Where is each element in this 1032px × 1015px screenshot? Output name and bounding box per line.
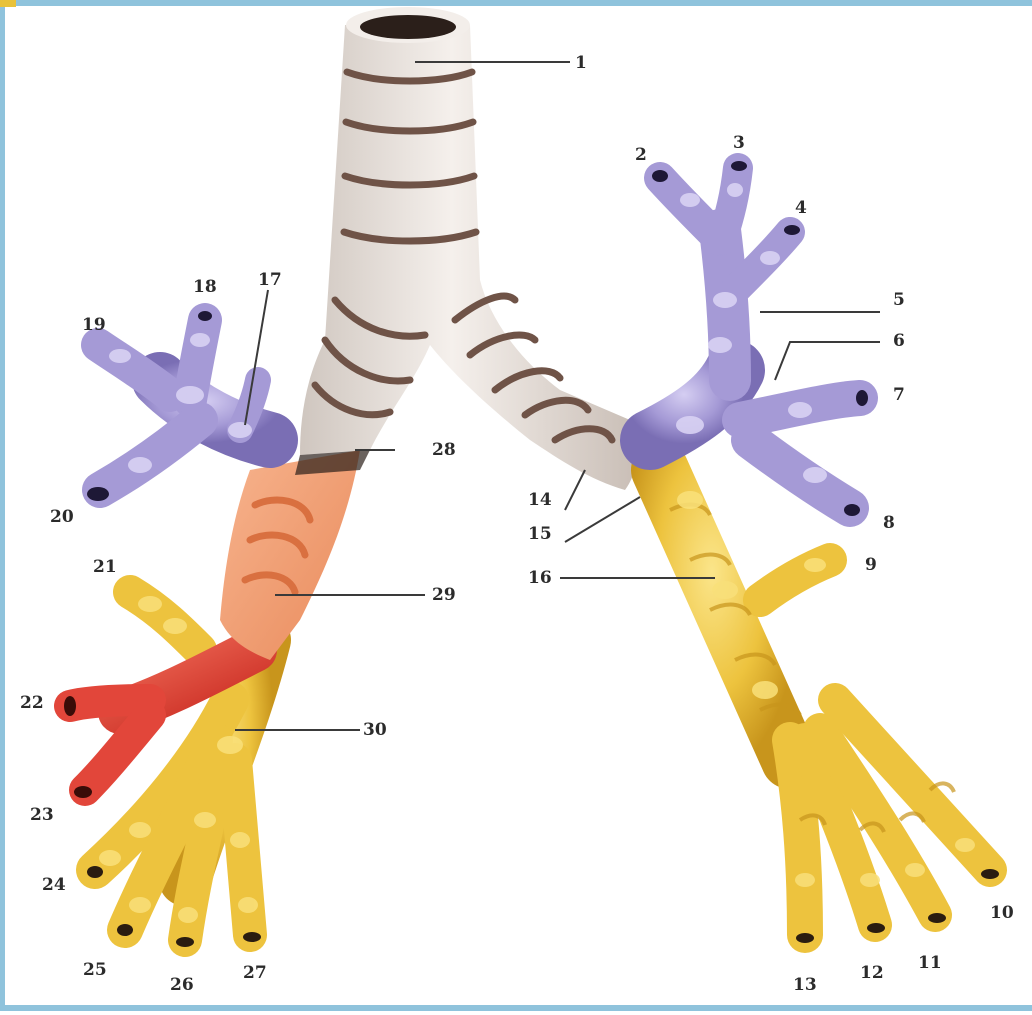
label-25: 25 <box>83 960 107 980</box>
label-17: 17 <box>258 270 282 290</box>
frame-corner-mark <box>0 0 16 7</box>
label-18: 18 <box>193 277 217 297</box>
label-6: 6 <box>893 331 905 351</box>
label-24: 24 <box>42 875 66 895</box>
label-8: 8 <box>883 513 895 533</box>
label-7: 7 <box>893 385 905 405</box>
label-27: 27 <box>243 963 267 983</box>
label-11: 11 <box>918 953 942 973</box>
label-5: 5 <box>893 290 905 310</box>
label-23: 23 <box>30 805 54 825</box>
label-1: 1 <box>575 53 587 73</box>
label-4: 4 <box>795 198 807 218</box>
label-20: 20 <box>50 507 74 527</box>
label-30: 30 <box>363 720 387 740</box>
label-29: 29 <box>432 585 456 605</box>
label-10: 10 <box>990 903 1014 923</box>
label-14: 14 <box>528 490 552 510</box>
right-lower-lobe-bronchi <box>660 470 990 935</box>
label-21: 21 <box>93 557 117 577</box>
left-upper-lobe-bronchi <box>98 320 270 490</box>
label-19: 19 <box>82 315 106 335</box>
trachea <box>295 7 637 490</box>
label-22: 22 <box>20 693 44 713</box>
label-28: 28 <box>432 440 456 460</box>
frame-bottom <box>0 1005 1032 1011</box>
frame-top <box>0 0 1032 6</box>
label-15: 15 <box>528 524 552 544</box>
label-9: 9 <box>865 555 877 575</box>
label-16: 16 <box>528 568 552 588</box>
right-upper-lobe-bronchi <box>650 168 860 508</box>
middle-lobe-bronchus <box>220 450 360 660</box>
frame-left <box>0 0 5 1011</box>
label-2: 2 <box>635 145 647 165</box>
label-3: 3 <box>733 133 745 153</box>
label-13: 13 <box>793 975 817 995</box>
label-26: 26 <box>170 975 194 995</box>
label-12: 12 <box>860 963 884 983</box>
